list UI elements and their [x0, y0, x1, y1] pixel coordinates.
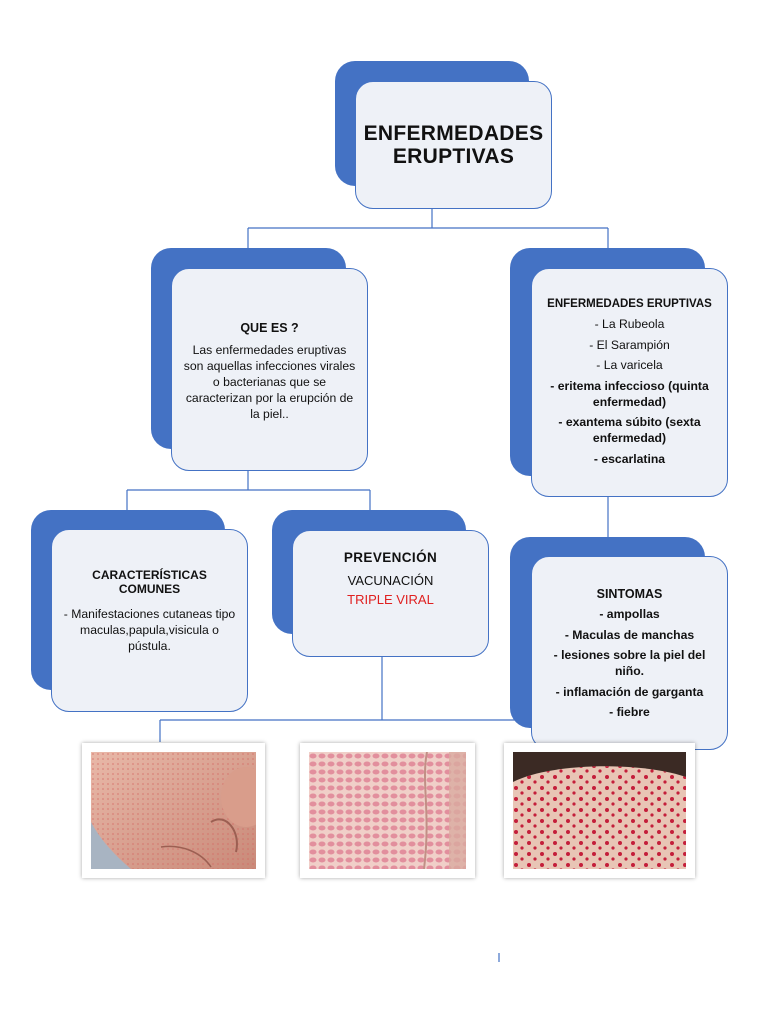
- list-item: - El Sarampión: [589, 337, 670, 352]
- prevencion-box: PREVENCIÓN VACUNACIÓN TRIPLE VIRAL: [292, 530, 489, 657]
- sintomas-list: - ampollas - Maculas de manchas - lesion…: [538, 606, 721, 725]
- caracteristicas-box: CARACTERÍSTICAS COMUNES - Manifestacione…: [51, 529, 248, 712]
- list-item: - inflamación de garganta: [555, 684, 704, 699]
- list-item: - La varicela: [596, 358, 663, 372]
- list-item: - fiebre: [609, 705, 650, 719]
- title-line-1: ENFERMEDADES: [363, 122, 544, 145]
- list-item: - lesiones sobre la piel del niño.: [553, 648, 706, 678]
- title-box: ENFERMEDADES ERUPTIVAS: [355, 81, 552, 209]
- rash-photo-1: [82, 743, 265, 878]
- sintomas-heading: SINTOMAS: [596, 587, 663, 601]
- que-es-text: Las enfermedades eruptivas son aquellas …: [183, 343, 356, 421]
- rash-photo-3: [504, 743, 695, 878]
- list-item: - eritema infeccioso (quinta enfermedad): [550, 378, 709, 409]
- list-item: - La Rubeola: [594, 317, 665, 331]
- prevencion-heading: PREVENCIÓN: [343, 550, 438, 565]
- enfermedades-list: - La Rubeola - El Sarampión - La varicel…: [538, 316, 721, 471]
- prevencion-triple-viral: TRIPLE VIRAL: [347, 592, 434, 607]
- title-line-2: ERUPTIVAS: [392, 145, 515, 168]
- caracteristicas-text: - Manifestaciones cutaneas tipo maculas,…: [63, 607, 236, 653]
- sintomas-box: SINTOMAS - ampollas - Maculas de manchas…: [531, 556, 728, 750]
- que-es-heading: QUE ES ?: [240, 321, 299, 335]
- caracteristicas-heading: CARACTERÍSTICAS COMUNES: [92, 568, 207, 596]
- rash-photo-2: [300, 743, 475, 878]
- enfermedades-heading: ENFERMEDADES ERUPTIVAS: [547, 298, 712, 310]
- enfermedades-box: ENFERMEDADES ERUPTIVAS - La Rubeola - El…: [531, 268, 728, 497]
- list-item: - escarlatina: [593, 451, 666, 466]
- list-item: - Maculas de manchas: [564, 627, 695, 642]
- list-item: - ampollas: [599, 607, 660, 621]
- list-item: - exantema súbito (sexta enfermedad): [558, 415, 701, 445]
- que-es-box: QUE ES ? Las enfermedades eruptivas son …: [171, 268, 368, 471]
- prevencion-vacunacion: VACUNACIÓN: [347, 573, 434, 588]
